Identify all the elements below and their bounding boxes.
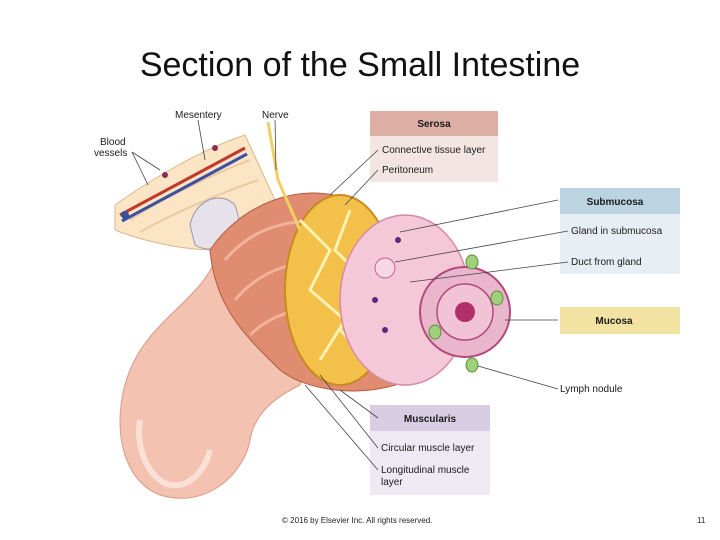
serosa-item-connective: Connective tissue layer: [382, 145, 486, 156]
mesentery-fold: [139, 179, 259, 233]
submucosa-item-gland: Gland in submucosa: [571, 226, 663, 237]
lumen: [455, 302, 475, 322]
nerve-network: [298, 218, 347, 361]
slide-title: Section of the Small Intestine: [139, 46, 581, 84]
mucosa-title: Mucosa: [595, 316, 633, 327]
serosa-item-peritoneum: Peritoneum: [382, 165, 433, 176]
label-nerve: Nerve: [262, 110, 289, 121]
vessel-spot: [162, 172, 168, 178]
copyright-notice: © 2016 by Elsevier Inc. All rights reser…: [282, 516, 433, 525]
cell-dot: [395, 237, 401, 243]
label-blood-vessels-1: Blood: [100, 137, 126, 148]
submucosa-item-duct: Duct from gland: [571, 257, 642, 268]
serosa-title: Serosa: [417, 119, 451, 130]
submucosa-items-box: [560, 214, 680, 274]
label-lymph-nodule: Lymph nodule: [560, 384, 623, 395]
lymph-nodule: [428, 324, 442, 340]
lymph-nodule: [490, 290, 504, 306]
muscularis-header-box: [370, 405, 490, 431]
muscularis-title: Muscularis: [404, 414, 457, 425]
serosa-header-box: [370, 111, 498, 136]
muscularis-item-circular: Circular muscle layer: [381, 443, 475, 454]
nerve: [266, 121, 302, 231]
label-mesentery: Mesentery: [175, 110, 222, 121]
serosa-items-box: [370, 136, 498, 182]
page-number: 11: [697, 516, 706, 525]
intestine-highlight: [136, 419, 213, 489]
muscularis-items-box: [370, 431, 490, 495]
muscularis-item-layer: layer: [381, 477, 403, 488]
label-blood-vessels-2: vessels: [94, 148, 127, 159]
lymph-nodule: [465, 357, 479, 373]
vessel-spot: [212, 145, 218, 151]
submucosa-gland: [374, 257, 396, 279]
muscularis-item-longitudinal: Longitudinal muscle: [381, 465, 470, 476]
vein-vessel: [121, 152, 248, 223]
submucosa-header-box: [560, 188, 680, 214]
submucosa-title: Submucosa: [587, 197, 644, 208]
cell-dot: [382, 327, 388, 333]
mucosa-header-box: [560, 307, 680, 334]
artery-vessel: [119, 146, 246, 217]
lymph-nodule: [465, 254, 479, 270]
vessel-end: [121, 211, 129, 219]
leader-lines: [131, 119, 569, 471]
cell-dot: [372, 297, 378, 303]
